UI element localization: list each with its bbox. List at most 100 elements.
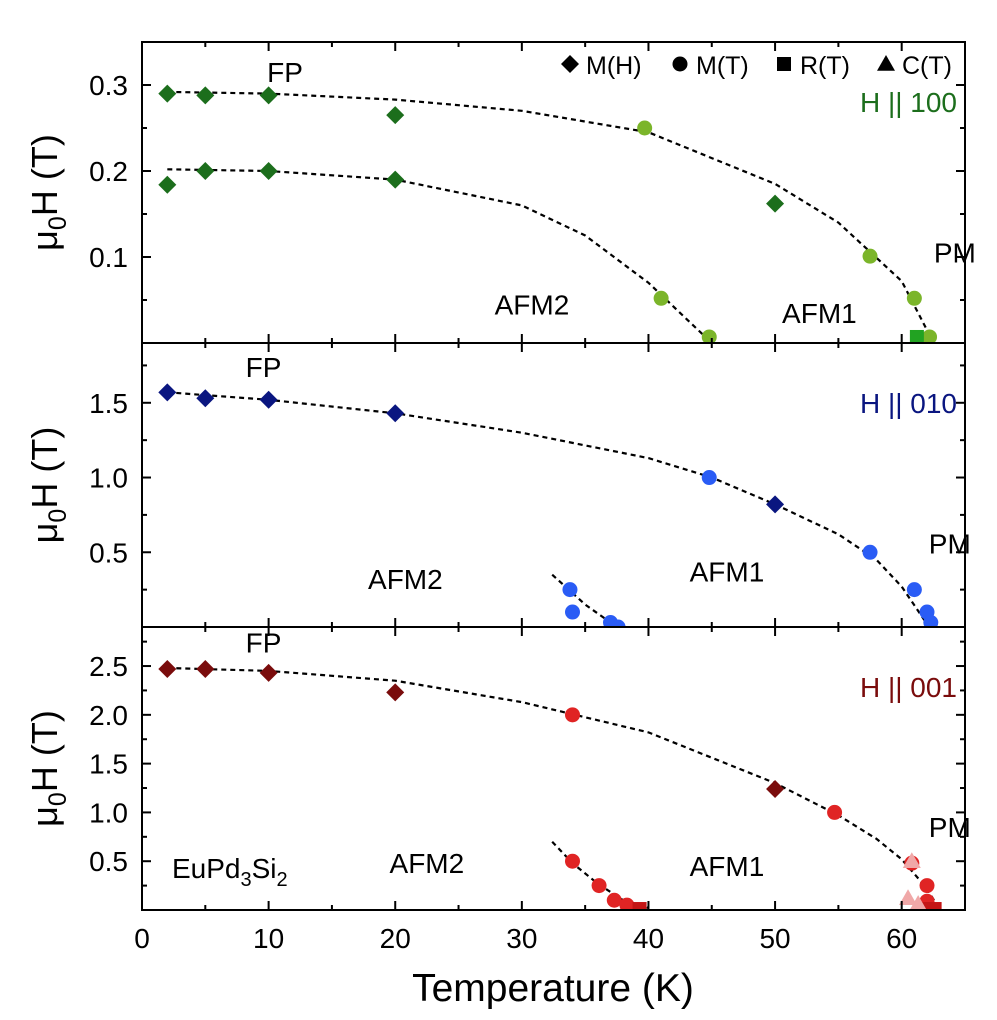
phase-label: PM <box>934 238 976 269</box>
data-point-circle <box>827 804 843 820</box>
legend-triangle-marker <box>877 55 895 71</box>
data-point-diamond <box>196 659 215 678</box>
fit-line <box>167 391 928 625</box>
phase-label: FP <box>246 628 282 659</box>
y-axis-label: μ0H (T) <box>24 427 72 544</box>
data-point-diamond <box>259 390 278 409</box>
y-tick-label: 1.0 <box>89 797 128 828</box>
panel-1: 0.1 0.2 0.3 μ0H (T) H || 100 FP AFM2 AFM1 PM <box>24 41 976 344</box>
data-point-circle <box>637 120 653 136</box>
y-tick-label: 0.2 <box>89 156 128 187</box>
data-point-circle <box>564 604 580 620</box>
panel-2: 0.5 1.0 1.5 μ0H (T) H || 010 FP AFM2 AFM1 PM <box>24 342 971 628</box>
data-point-square <box>927 902 942 910</box>
data-point-diamond <box>158 659 177 678</box>
data-point-diamond <box>766 779 785 798</box>
data-point-triangle <box>902 852 921 868</box>
data-point-diamond <box>766 194 785 213</box>
data-point-circle <box>619 897 635 910</box>
data-point-diamond <box>259 86 278 105</box>
legend: M(H) M(T) R(T) C(T) <box>561 52 952 80</box>
data-point-circle <box>906 290 922 306</box>
data-point-square <box>909 329 924 343</box>
phase-label: AFM2 <box>390 848 465 879</box>
phase-label: AFM1 <box>690 851 765 882</box>
x-tick-label: 40 <box>633 923 664 954</box>
data-point-circle <box>606 892 622 908</box>
data-point-circle <box>610 619 626 627</box>
data-point-diamond <box>386 106 405 125</box>
y-tick-label: 0.1 <box>89 242 128 273</box>
legend-label: M(T) <box>696 52 749 80</box>
fit-line <box>167 168 713 343</box>
data-point-diamond <box>386 683 405 702</box>
data-point-square <box>632 902 647 910</box>
data-point-diamond <box>196 162 215 180</box>
data-point-circle <box>862 544 878 560</box>
phase-label: AFM2 <box>368 564 443 595</box>
phase-label: AFM1 <box>690 557 765 588</box>
data-point-circle <box>701 470 717 486</box>
fit-line <box>551 840 649 910</box>
data-point-circle <box>591 878 607 894</box>
legend-label: C(T) <box>902 52 952 80</box>
data-point-diamond <box>158 175 177 194</box>
phase-label: PM <box>929 528 971 559</box>
data-point-circle <box>564 853 580 869</box>
data-point-circle <box>862 248 878 264</box>
phase-label: AFM2 <box>495 289 570 320</box>
legend-label: R(T) <box>800 52 850 80</box>
data-point-circle <box>922 329 938 343</box>
y-tick-label: 1.0 <box>89 463 128 494</box>
x-tick-label: 0 <box>134 923 150 954</box>
phase-label: FP <box>246 352 282 383</box>
plot-frame <box>141 342 966 628</box>
field-direction-label: H || 010 <box>860 388 957 419</box>
x-tick-label: 10 <box>253 923 284 954</box>
data-point-circle <box>906 582 922 598</box>
data-point-circle <box>923 615 939 627</box>
data-point-diamond <box>196 389 215 408</box>
x-tick-label: 60 <box>886 923 917 954</box>
phase-label: FP <box>267 57 303 88</box>
y-tick-label: 0.5 <box>89 537 128 568</box>
y-tick-label: 0.3 <box>89 70 128 101</box>
compound-label: EuPd3Si2 <box>172 853 288 891</box>
legend-square-marker <box>777 57 791 71</box>
x-axis-label: Temperature (K) <box>412 967 694 1010</box>
y-tick-label: 1.5 <box>89 749 128 780</box>
data-point-circle <box>564 707 580 723</box>
data-point-diamond <box>386 404 405 423</box>
x-tick-label: 50 <box>759 923 790 954</box>
y-axis-label: μ0H (T) <box>24 710 72 827</box>
field-direction-label: H || 100 <box>860 87 957 118</box>
phase-label: PM <box>929 812 971 843</box>
legend-circle-marker <box>672 56 688 72</box>
phase-label: AFM1 <box>782 298 857 329</box>
legend-label: M(H) <box>586 52 642 80</box>
plot-frame <box>141 626 966 911</box>
x-tick-label: 20 <box>380 923 411 954</box>
data-point-diamond <box>766 495 785 514</box>
field-direction-label: H || 001 <box>860 672 957 703</box>
y-tick-label: 2.5 <box>89 651 128 682</box>
data-point-triangle <box>909 895 927 910</box>
data-point-circle <box>701 329 717 343</box>
data-point-diamond <box>158 84 177 103</box>
y-axis-label: μ0H (T) <box>24 134 72 251</box>
y-tick-label: 1.5 <box>89 388 128 419</box>
x-tick-label: 30 <box>506 923 537 954</box>
data-point-diamond <box>158 383 177 402</box>
data-point-triangle <box>899 889 918 906</box>
data-point-circle <box>653 290 669 306</box>
data-point-diamond <box>259 162 278 180</box>
data-point-circle <box>919 878 935 894</box>
data-point-diamond <box>386 170 405 189</box>
data-point-diamond <box>196 86 215 105</box>
data-point-circle <box>562 582 578 598</box>
y-tick-label: 2.0 <box>89 700 128 731</box>
legend-diamond-marker <box>561 55 579 73</box>
